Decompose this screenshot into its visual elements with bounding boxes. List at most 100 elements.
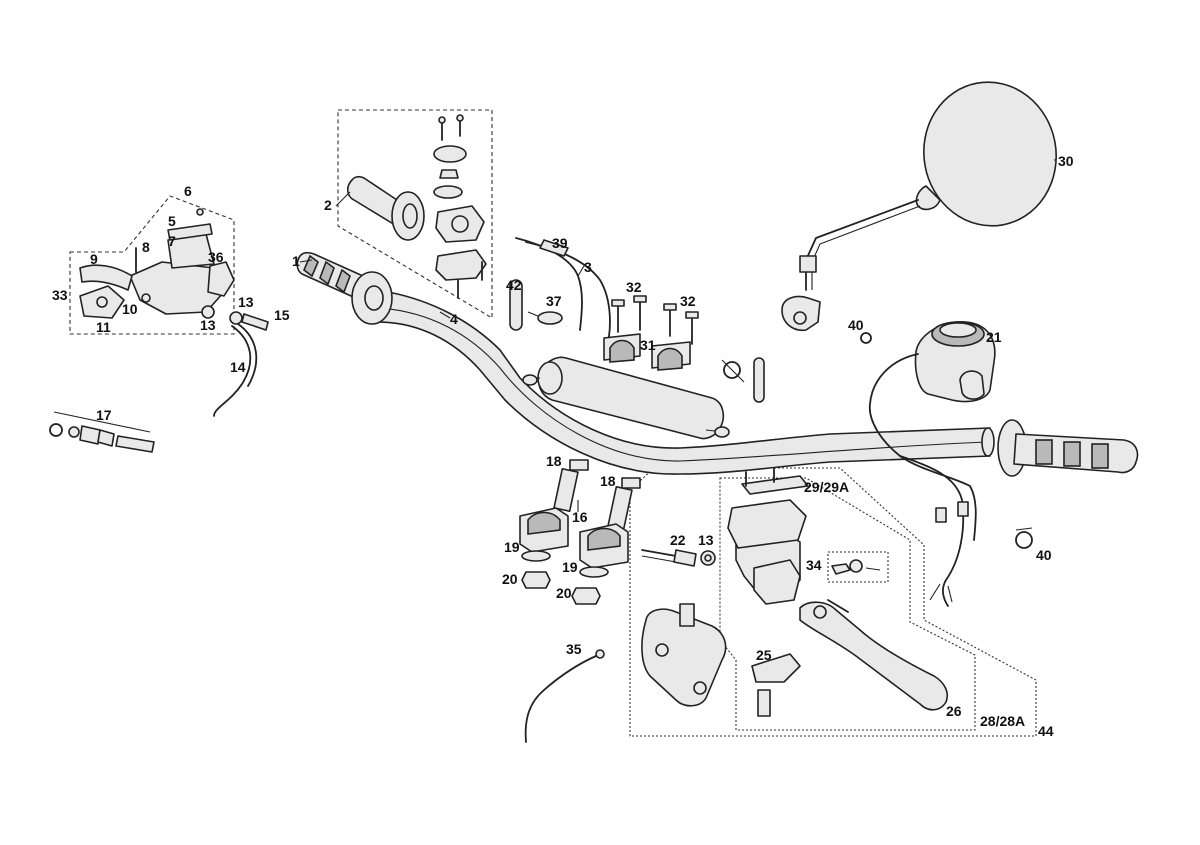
cable-tie-42: [509, 279, 523, 331]
callout-7: 7: [168, 233, 176, 249]
callout-33: 33: [52, 287, 68, 303]
brake-caliper-bracket: [641, 608, 727, 707]
riser-washer-right: [579, 566, 609, 578]
callout-4: 4: [450, 311, 458, 327]
brake-lever-pin-screw: [865, 567, 881, 571]
clutch-reservoir-cap: [167, 223, 213, 241]
upper-clamp-bolts: [611, 295, 699, 345]
callout-14: 14: [230, 359, 246, 375]
upper-clamp-right: [651, 341, 691, 371]
brake-banjo-washer-hole: [704, 554, 712, 562]
cable-35: [524, 655, 597, 743]
switch-knob-top: [939, 322, 977, 338]
cable-35-end: [595, 649, 605, 659]
switch-connector-b: [957, 501, 969, 517]
clip-37: [537, 311, 563, 325]
clutch-hose: [213, 325, 252, 417]
handlebar-inner-line: [379, 307, 989, 462]
part-17-circlip: [49, 423, 63, 437]
wire-clip-40-lower-tab: [1015, 527, 1033, 531]
clutch-banjo-washer-b: [229, 311, 243, 325]
throttle-housing-bottom: [435, 249, 487, 281]
brake-reservoir: [727, 499, 807, 549]
callout-5: 5: [168, 213, 176, 229]
mirror-stem: [805, 199, 919, 291]
riser-washer-left: [521, 550, 551, 562]
callout-10: 10: [122, 301, 138, 317]
leader-lines: [299, 159, 1056, 512]
clutch-washer: [141, 293, 151, 303]
brake-clamp-bracket: [753, 559, 801, 605]
mirror-thread: [799, 255, 817, 273]
switch-wire-end-b: [947, 585, 953, 603]
callout-25: 25: [756, 647, 772, 663]
left-grip-ribs: [303, 254, 351, 294]
callout-13b: 13: [200, 317, 216, 333]
callout-40b: 40: [1036, 547, 1052, 563]
riser-clamp-right-saddle: [587, 527, 621, 551]
brake-lever: [799, 601, 949, 711]
clutch-lever: [79, 264, 133, 291]
crossbar-pad-end: [537, 361, 563, 395]
brake-reservoir-cap: [741, 475, 809, 495]
upper-clamp-left: [603, 333, 641, 363]
handlebar-end-right: [981, 427, 995, 457]
cable-clip-right: [723, 361, 741, 379]
callout-37: 37: [546, 293, 562, 309]
callout-30: 30: [1058, 153, 1074, 169]
callout-22: 22: [670, 532, 686, 548]
cable-tie-right: [753, 357, 765, 403]
callout-40a: 40: [848, 317, 864, 333]
clutch-group-outline: [69, 195, 235, 335]
brake-lever-pin: [831, 563, 851, 575]
callout-18b: 18: [600, 473, 616, 489]
mirror-stem-inner: [811, 205, 921, 290]
brake-group-outline: [629, 467, 1037, 737]
throttle-nut: [439, 169, 459, 179]
cable-39: [525, 241, 611, 351]
clutch-side-clamp: [207, 261, 235, 297]
callout-35: 35: [566, 641, 582, 657]
brake-caliper-hole-a: [655, 643, 669, 657]
clutch-banjo-bolt: [241, 313, 269, 331]
riser-clamp-left-saddle: [527, 511, 561, 535]
brake-hose: [641, 549, 677, 557]
callout-29: 29/29A: [804, 479, 849, 495]
riser-nut-left: [521, 571, 551, 589]
callout-13c: 13: [698, 532, 714, 548]
throttle-sleeve-inner: [402, 203, 418, 229]
callout-26: 26: [946, 703, 962, 719]
callout-39: 39: [552, 235, 568, 251]
mirror-mount-bore: [793, 311, 807, 325]
cable-clip-right-tab: [721, 359, 745, 383]
throttle-washer: [433, 185, 463, 199]
switch-connector-a: [935, 507, 947, 523]
callout-16: 16: [572, 509, 588, 525]
callout-8: 8: [142, 239, 150, 255]
throttle-cap: [433, 145, 467, 163]
callout-32b: 32: [680, 293, 696, 309]
callout-28: 28/28A: [980, 713, 1025, 729]
mirror-head: [923, 81, 1057, 227]
callout-6: 6: [184, 183, 192, 199]
clutch-clamp-hole: [96, 296, 108, 308]
switch-wire-harness: [899, 455, 965, 607]
brake-bolt-25: [757, 689, 771, 717]
callout-3: 3: [584, 259, 592, 275]
cable-39-adjuster: [539, 239, 569, 257]
callout-18a: 18: [546, 453, 562, 469]
brake-pin-subgroup-outline: [827, 551, 889, 583]
part-17-washer: [68, 426, 80, 438]
clip-37-tab: [527, 311, 539, 317]
wire-clip-40-lower: [1015, 531, 1033, 549]
callout-9: 9: [90, 251, 98, 267]
callout-labels: 1 2 3 4 5 6 7 8 9 10 11 13 13 13 14 15 1…: [52, 153, 1074, 739]
clutch-banjo-washer-a: [201, 305, 215, 319]
crossbar-clamp-right: [714, 426, 730, 438]
callout-36: 36: [208, 249, 224, 265]
part-17-bush: [79, 425, 101, 445]
riser-bolt-left: [553, 459, 589, 513]
clutch-cap-screw: [196, 208, 204, 216]
right-grip-ribs: [1035, 439, 1109, 469]
